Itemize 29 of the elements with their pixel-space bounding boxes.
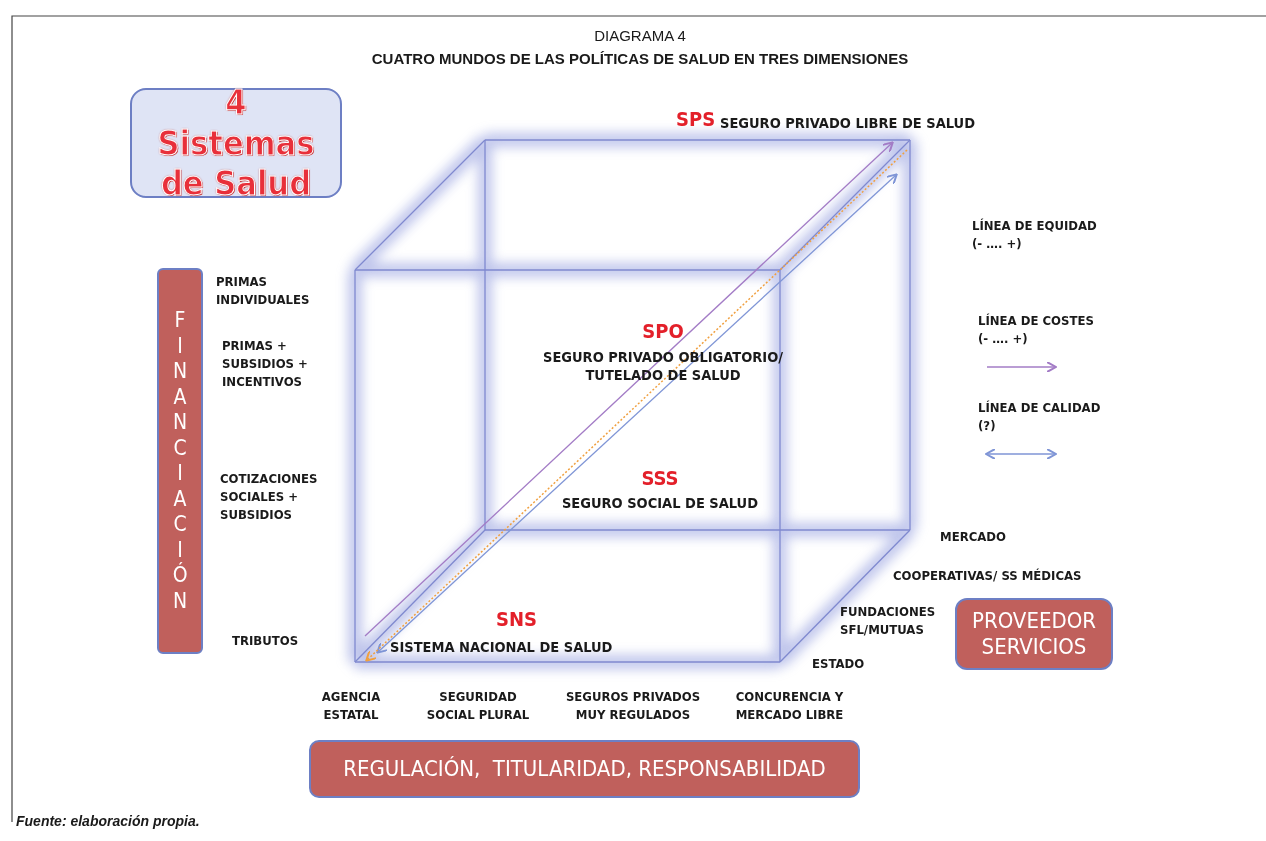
axis-title-box: FINANCIACIÓN	[157, 268, 203, 654]
legend-label: LÍNEA DE CALIDAD (?)	[978, 399, 1102, 435]
axis-label: AGENCIA ESTATAL	[320, 688, 382, 724]
source-note: Fuente: elaboración propia.	[16, 812, 201, 830]
system-name: SEGURO SOCIAL DE SALUD	[560, 494, 760, 512]
axis-label: SEGURIDAD SOCIAL PLURAL	[425, 688, 531, 724]
axis-title-box: PROVEEDOR SERVICIOS	[955, 598, 1113, 670]
axis-label: COOPERATIVAS/ SS MÉDICAS	[893, 567, 1082, 585]
title-box: 4 Sistemas de Salud	[130, 88, 342, 198]
axis-label: TRIBUTOS	[232, 632, 299, 650]
diagram-title: CUATRO MUNDOS DE LAS POLÍTICAS DE SALUD EN TRES DIMENSIONES	[370, 50, 910, 68]
axis-label: MERCADO	[940, 528, 1006, 546]
system-acronym: SPS	[676, 108, 716, 130]
axis-label: ESTADO	[812, 655, 865, 673]
axis-label: SEGUROS PRIVADOS MUY REGULADOS	[564, 688, 702, 724]
axis-label: PRIMAS + SUBSIDIOS + INCENTIVOS	[222, 337, 309, 391]
figure-number: DIAGRAMA 4	[593, 27, 687, 45]
axis-label: COTIZACIONES SOCIALES + SUBSIDIOS	[220, 470, 319, 524]
system-acronym: SSS	[640, 467, 680, 489]
axis-label: FUNDACIONES SFL/MUTUAS	[840, 603, 937, 639]
system-acronym: SPO	[641, 320, 685, 342]
system-acronym: SNS	[496, 608, 537, 630]
system-name: SISTEMA NACIONAL DE SALUD	[390, 638, 613, 656]
axis-title-box: REGULACIÓN, TITULARIDAD, RESPONSABILIDAD	[309, 740, 860, 798]
system-name: SEGURO PRIVADO LIBRE DE SALUD	[720, 114, 975, 132]
axis-label: CONCURENCIA Y MERCADO LIBRE	[734, 688, 845, 724]
legend-label: LÍNEA DE COSTES (- …. +)	[978, 312, 1095, 348]
axis-label: PRIMAS INDIVIDUALES	[216, 273, 311, 309]
legend-label: LÍNEA DE EQUIDAD (- …. +)	[972, 217, 1098, 253]
